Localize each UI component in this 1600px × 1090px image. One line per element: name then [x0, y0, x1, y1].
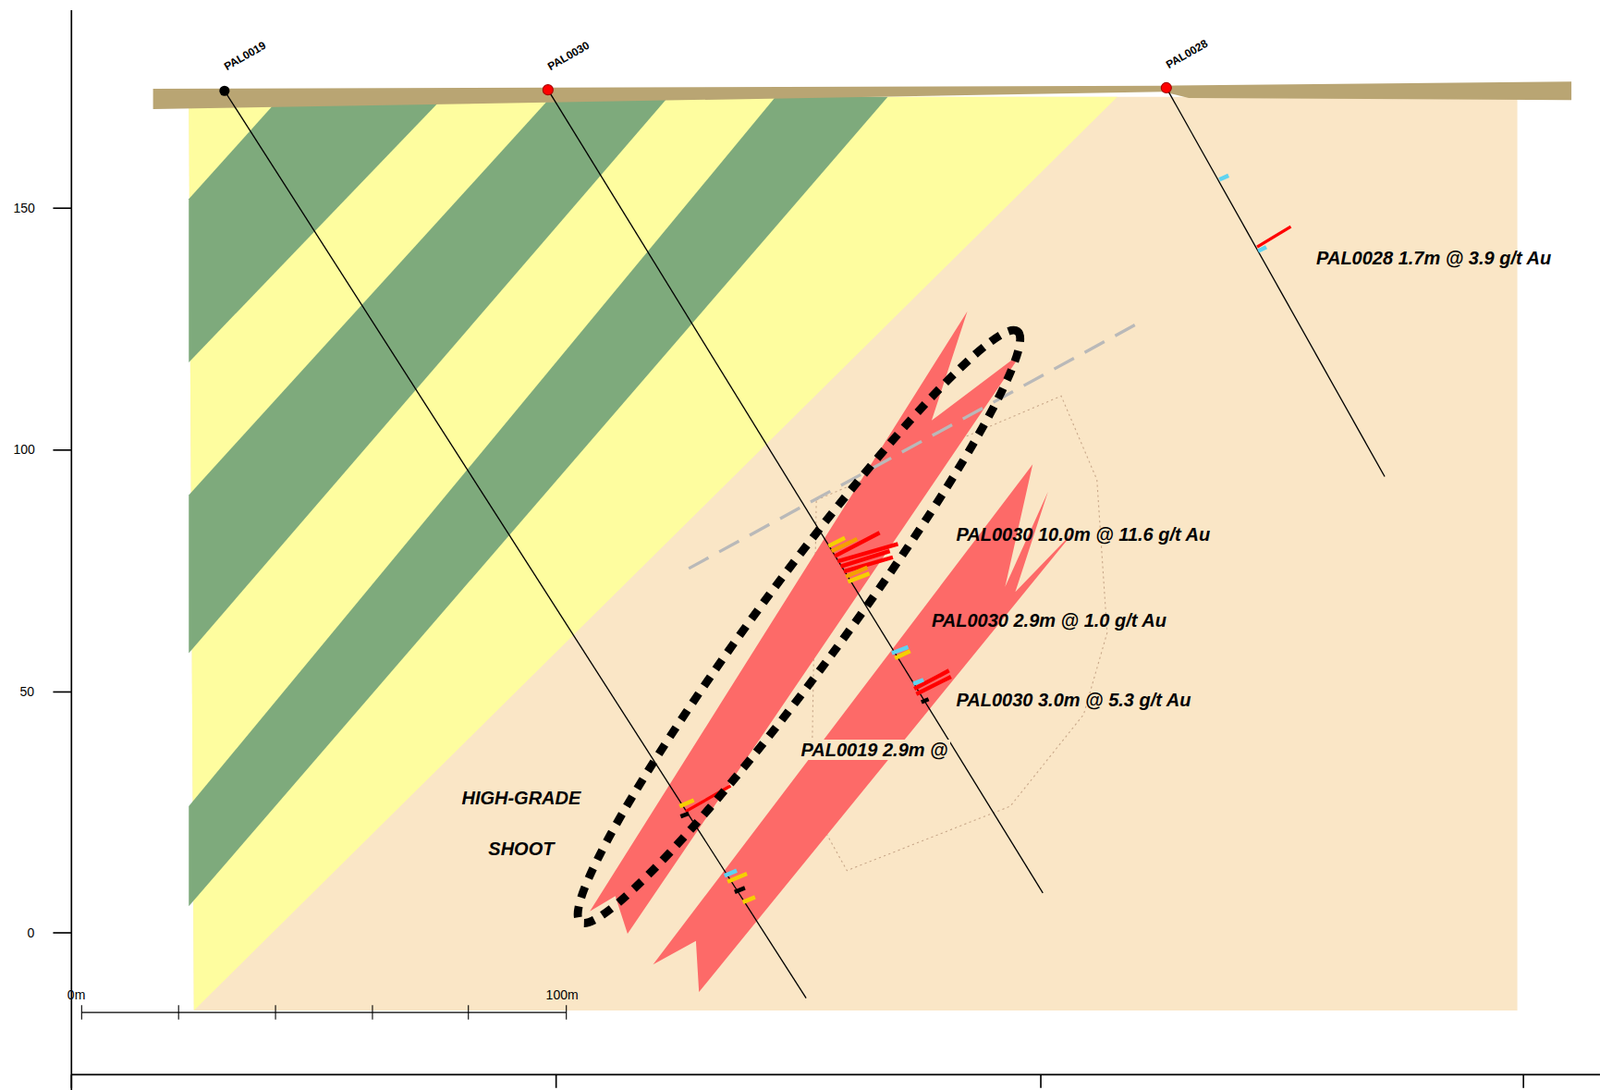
drill-hole [548, 89, 1043, 893]
collar-dot [542, 85, 553, 96]
host-rock [188, 97, 1517, 1011]
axes [52, 10, 1600, 1090]
collar-label: PAL0019 [222, 39, 269, 74]
assay-bars [679, 175, 1291, 903]
axis-tick-label: 150 [13, 201, 36, 216]
collar-dot [219, 85, 230, 97]
green-band [188, 97, 888, 906]
scale-bar [81, 1004, 566, 1019]
assay-label: PAL0030 2.9m @ 1.0 g/t Au [931, 610, 1167, 631]
yellow-unit [188, 97, 1118, 1011]
assay-label: PAL0019 2.9m @ [798, 739, 950, 760]
assay-label: PAL0028 1.7m @ 3.9 g/t Au [1316, 247, 1552, 269]
scale-label: 0m [67, 988, 86, 1002]
collar-label: PAL0030 [546, 39, 593, 74]
axis-tick-label: 0 [27, 926, 36, 941]
scale-label: 100m [546, 988, 579, 1002]
assay-label: PAL0030 3.0m @ 5.3 g/t Au [955, 689, 1191, 710]
assay-label: PAL0030 10.0m @ 11.6 g/t Au [955, 524, 1210, 545]
axis-tick-label: 50 [20, 684, 36, 699]
drill-hole [224, 90, 807, 998]
axis-tick-label: 100 [13, 442, 36, 457]
collar-label: PAL0028 [1164, 37, 1211, 72]
ground-surface [153, 81, 1572, 110]
shoot-label: HIGH-GRADE SHOOT [444, 772, 599, 875]
drill-hole [1166, 87, 1385, 477]
collar-dot [1160, 82, 1172, 93]
